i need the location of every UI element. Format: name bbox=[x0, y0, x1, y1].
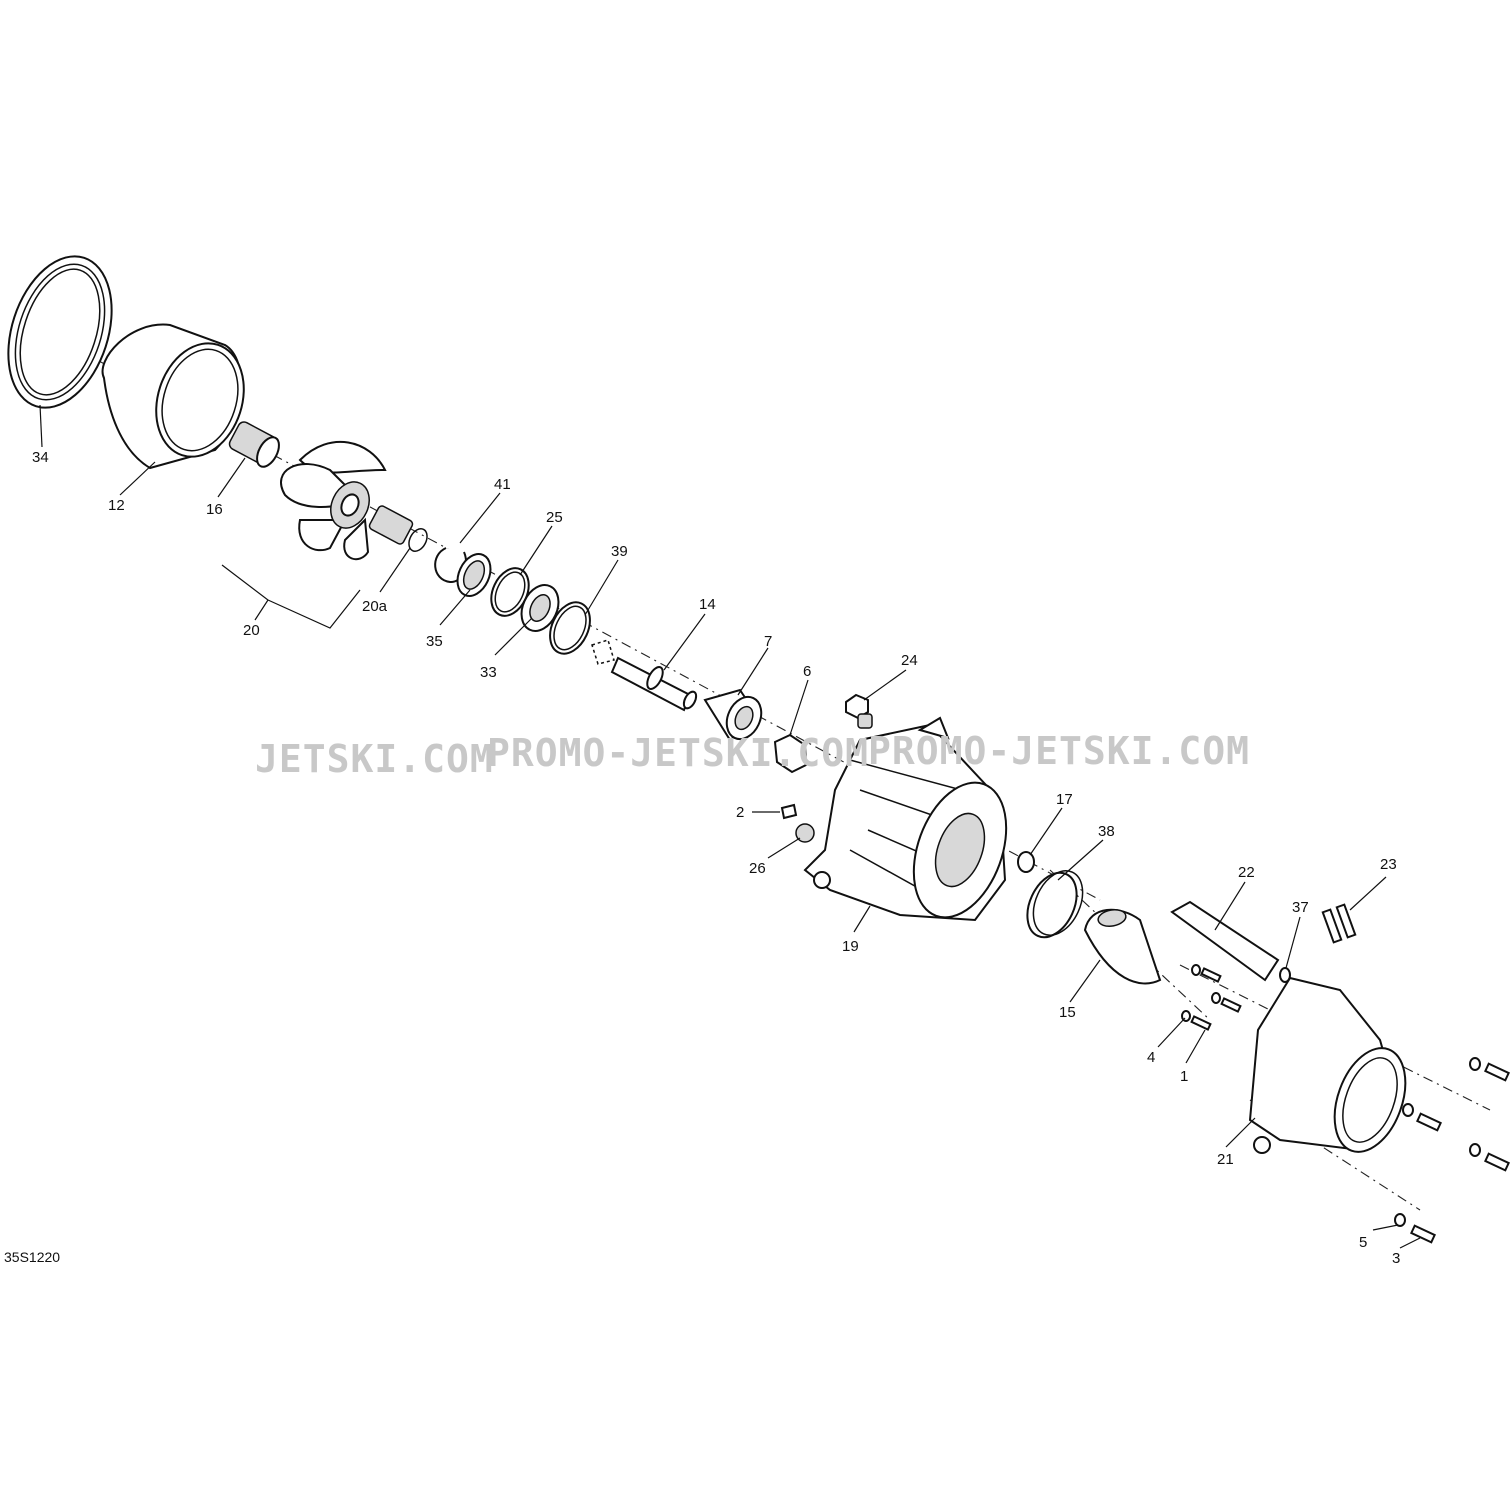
part-19-pump-housing bbox=[803, 716, 1008, 922]
bolts-right bbox=[1394, 1057, 1510, 1244]
diagram-reference-id: 35S1220 bbox=[4, 1249, 60, 1265]
part-2-screw bbox=[780, 803, 798, 820]
callout-6: 6 bbox=[803, 663, 811, 680]
callout-38: 38 bbox=[1098, 823, 1115, 840]
part-16-impeller-cap bbox=[228, 421, 280, 468]
callout-20a: 20a bbox=[362, 598, 388, 615]
callout-34: 34 bbox=[32, 449, 49, 466]
callout-2: 2 bbox=[736, 804, 744, 821]
callout-39: 39 bbox=[611, 543, 628, 560]
callout-20: 20 bbox=[243, 622, 260, 639]
part-21-venturi bbox=[1248, 976, 1407, 1154]
callout-17: 17 bbox=[1056, 791, 1073, 808]
callout-12: 12 bbox=[108, 497, 125, 514]
part-20a-spline bbox=[368, 505, 428, 552]
callout-19: 19 bbox=[842, 938, 859, 955]
part-15-cone bbox=[1083, 908, 1162, 985]
part-24-plug bbox=[845, 693, 873, 729]
callout-25: 25 bbox=[546, 509, 563, 526]
part-23-pins bbox=[1321, 903, 1357, 944]
callout-23: 23 bbox=[1380, 856, 1397, 873]
part-34-wear-ring bbox=[7, 255, 113, 409]
callout-24: 24 bbox=[901, 652, 918, 669]
callout-26: 26 bbox=[749, 860, 766, 877]
callout-14: 14 bbox=[699, 596, 716, 613]
watermark-right: PROMO-JETSKI.COM bbox=[868, 729, 1250, 773]
part-38-o-ring bbox=[1026, 870, 1084, 939]
leader-lines bbox=[39, 404, 1421, 1249]
part-35-seal bbox=[456, 553, 492, 597]
part-39-o-ring bbox=[549, 601, 591, 655]
part-14-shaft bbox=[591, 639, 698, 712]
callout-33: 33 bbox=[480, 664, 497, 681]
part-37-washer bbox=[1279, 967, 1291, 983]
callout-35: 35 bbox=[426, 633, 443, 650]
part-17-bushing bbox=[1017, 851, 1035, 873]
callout-41: 41 bbox=[494, 476, 511, 493]
part-20-impeller bbox=[280, 441, 387, 561]
callout-7: 7 bbox=[764, 633, 772, 650]
watermark-left: JETSKI.COM bbox=[255, 737, 494, 781]
callout-4: 4 bbox=[1147, 1049, 1155, 1066]
callout-5: 5 bbox=[1359, 1234, 1367, 1251]
callout-1: 1 bbox=[1180, 1068, 1188, 1085]
callout-3: 3 bbox=[1392, 1250, 1400, 1267]
part-26-cap bbox=[795, 823, 815, 843]
callout-37: 37 bbox=[1292, 899, 1309, 916]
part-22-holder bbox=[1170, 900, 1280, 982]
callout-15: 15 bbox=[1059, 1004, 1076, 1021]
watermark-middle: PROMO-JETSKI.COM bbox=[487, 731, 869, 775]
callout-22: 22 bbox=[1238, 864, 1255, 881]
fastener-set bbox=[1181, 964, 1242, 1031]
part-12-sleeve bbox=[101, 323, 245, 470]
part-7-bearing bbox=[703, 688, 763, 742]
callout-21: 21 bbox=[1217, 1151, 1234, 1168]
assembly-axis bbox=[59, 339, 1491, 1211]
callout-16: 16 bbox=[206, 501, 223, 518]
